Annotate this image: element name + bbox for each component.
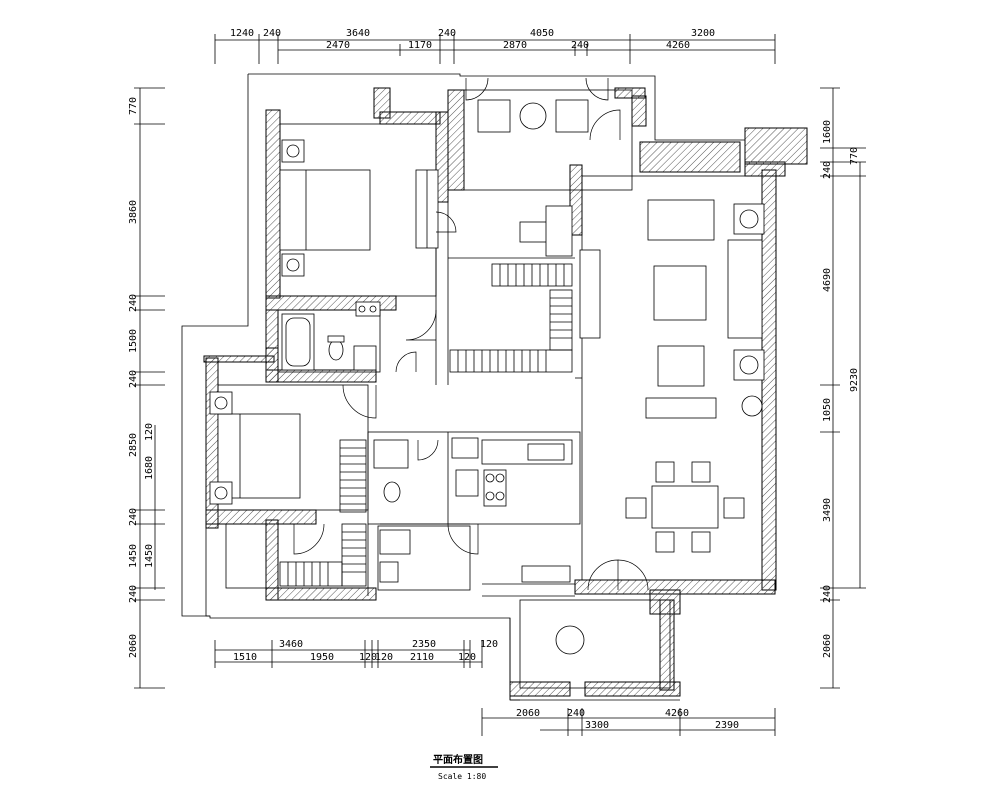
sofa-icon — [647, 199, 715, 241]
dim-left-3: 240 — [128, 294, 139, 312]
dim-top-outer-3: 3640 — [346, 28, 370, 39]
dim-top-inner-5: 4260 — [666, 40, 690, 51]
toilet-icon — [328, 339, 344, 361]
dim-bottom-upper-1: 3460 — [279, 639, 303, 650]
dim-balcony-1: 2060 — [516, 708, 540, 719]
dim-top-outer-4: 240 — [438, 28, 456, 39]
washer-icon — [379, 529, 411, 555]
toilet-icon — [383, 481, 401, 503]
dim-left-9: 240 — [128, 508, 139, 526]
mop-sink-icon — [379, 561, 399, 583]
dim-top-inner-2: 1170 — [408, 40, 432, 51]
dim-right-2: 770 — [849, 147, 860, 165]
dim-left-6: 2850 — [128, 433, 139, 457]
drawing-scale: Scale 1:80 — [438, 772, 486, 781]
dim-top-outer-5: 4050 — [530, 28, 554, 39]
armchair-icon — [657, 345, 705, 387]
coffee-table-icon — [653, 265, 707, 321]
master-bed-icon — [279, 169, 371, 251]
sink-icon — [527, 443, 565, 461]
sink-icon — [353, 345, 377, 371]
doors — [293, 77, 649, 591]
dim-bottom-lower-6: 120 — [458, 652, 476, 663]
dim-left-10: 1450 — [128, 544, 139, 568]
armchair-icon — [555, 99, 589, 133]
dim-bottom-lower-1: 1510 — [233, 652, 257, 663]
dim-right-5: 9230 — [849, 368, 860, 392]
dim-bottom-lower-2: 1950 — [310, 652, 334, 663]
dim-balcony-2: 240 — [567, 708, 585, 719]
drawing-caption: 平面布置图 Scale 1:80 — [430, 753, 498, 781]
dim-top-outer-6: 3200 — [691, 28, 715, 39]
dim-right-1: 1600 — [822, 120, 833, 144]
shower-icon — [373, 439, 409, 469]
side-table-icon — [519, 102, 547, 130]
dining-table-icon — [651, 485, 719, 529]
dim-left-13: 2060 — [128, 634, 139, 658]
dim-balcony-4: 3300 — [585, 720, 609, 731]
furniture — [209, 99, 765, 655]
sink-icon — [455, 469, 479, 497]
dim-left-7: 120 — [144, 423, 155, 441]
dim-right-3: 240 — [822, 161, 833, 179]
dim-right-4: 4690 — [822, 268, 833, 292]
dim-bottom-upper-2: 2350 — [412, 639, 436, 650]
dim-balcony-5: 2390 — [715, 720, 739, 731]
dining-chair-icon — [655, 461, 675, 483]
stove-icon — [483, 469, 507, 507]
end-table-icon — [733, 203, 765, 235]
drawing-title: 平面布置图 — [433, 753, 483, 766]
dim-top-outer-2: 240 — [263, 28, 281, 39]
dim-left-5: 240 — [128, 370, 139, 388]
plant-icon — [741, 395, 763, 417]
dim-left-2: 3860 — [128, 200, 139, 224]
dim-top-inner-1: 2470 — [326, 40, 350, 51]
walls — [203, 87, 808, 697]
dim-bottom-lower-3: 120 — [359, 652, 377, 663]
wardrobe-icon — [279, 439, 367, 587]
dining-chair-icon — [625, 497, 647, 519]
dim-top-outer-1: 1240 — [230, 28, 254, 39]
dim-right-7: 3490 — [822, 498, 833, 522]
dim-left-8: 1680 — [144, 456, 155, 480]
tv-cabinet-icon — [579, 249, 601, 339]
armchair-icon — [477, 99, 511, 133]
dim-right-9: 2060 — [822, 634, 833, 658]
bench-icon — [645, 397, 717, 419]
dim-right-8: 240 — [822, 585, 833, 603]
dim-right-6: 1050 — [822, 398, 833, 422]
dim-top-inner-3: 2870 — [503, 40, 527, 51]
dim-bottom-lower-4: 120 — [375, 652, 393, 663]
end-table-icon — [733, 349, 765, 381]
dim-balcony-3: 4260 — [665, 708, 689, 719]
dim-left-4: 1500 — [128, 329, 139, 353]
dim-top-inner-4: 240 — [571, 40, 589, 51]
long-sofa-icon — [727, 239, 763, 339]
dim-bottom-upper-3: 120 — [480, 639, 498, 650]
shelving-icon — [449, 263, 573, 373]
plant-icon — [555, 625, 585, 655]
dimension-lines: 1240 240 3640 240 4050 3200 2470 1170 28… — [128, 28, 866, 736]
dim-left-11: 1450 — [144, 544, 155, 568]
dim-bottom-lower-5: 2110 — [410, 652, 434, 663]
dining-chair-icon — [691, 531, 711, 553]
dim-left-1: 770 — [128, 97, 139, 115]
dining-chair-icon — [691, 461, 711, 483]
dining-chair-icon — [655, 531, 675, 553]
dim-left-12: 240 — [128, 585, 139, 603]
dining-chair-icon — [723, 497, 745, 519]
